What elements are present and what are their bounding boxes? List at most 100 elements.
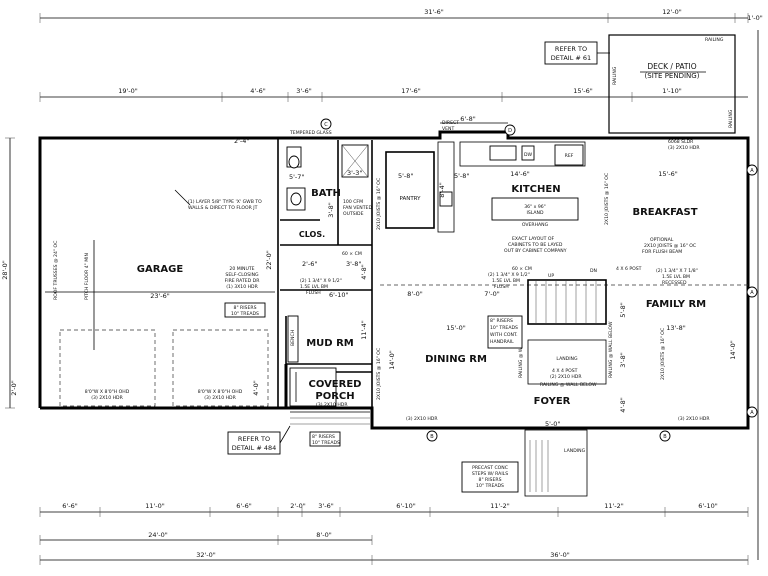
refer-484-line2: DETAIL # 484 xyxy=(232,444,277,452)
lvl-1: (2) 1 3/4" X 9 1/2" xyxy=(300,278,342,284)
island-label: ISLAND xyxy=(526,210,544,216)
up-label: UP xyxy=(548,273,554,279)
island-size: 36" x 96" xyxy=(524,204,546,210)
railing-wall-left: RAILING @ WALL BELOW xyxy=(518,321,524,378)
dim-4-8: 4'-8" xyxy=(360,264,368,279)
fan-note-2: FAN VENTED xyxy=(343,205,372,211)
deck-site-pending: (SITE PENDING) xyxy=(645,72,700,80)
dim-14-0: 14'-0" xyxy=(729,340,737,360)
dim-5-7: 5'-7" xyxy=(289,173,304,181)
lvl-family-2: 1.5E LVL BM xyxy=(662,274,690,280)
dim-17-6: 17'-6" xyxy=(401,87,421,95)
foyer-label: FOYER xyxy=(534,396,571,407)
joists-family: 2X10 JOISTS @ 16" OC xyxy=(660,328,666,380)
gwb-note-1: (1) LAYER 5/8" TYPE 'X' GWB TO xyxy=(188,199,262,205)
direct-vent-2: VENT xyxy=(442,126,454,132)
dw-label: DW xyxy=(524,152,533,158)
dim-b-11-2: 11'-2" xyxy=(490,502,510,510)
dim-2-4: 2'-4" xyxy=(234,137,249,145)
post-stair-2: (2) 2X10 HDR xyxy=(550,374,582,380)
lvl-family-1: (2) 1 3/4" X 7 1/8" xyxy=(656,268,698,274)
dim-b-6-6: 6'-6" xyxy=(62,502,77,510)
dim-3-8b: 3'-8" xyxy=(346,260,361,268)
optional-2: 2X10 JOISTS @ 16" OC xyxy=(644,243,696,249)
dim-6-8: 6'-8" xyxy=(460,115,475,123)
range xyxy=(439,191,453,207)
kitchen-label: KITCHEN xyxy=(511,184,560,195)
dim-23-6: 23'-6" xyxy=(150,292,170,300)
joists-dining: 2X10 JOISTS @ 16" OC xyxy=(376,348,382,400)
dim-b-2-0: 2'-0" xyxy=(290,502,305,510)
deck-label: DECK / PATIO xyxy=(647,62,696,71)
overhang-label: OVERHANG xyxy=(522,222,549,228)
dim-3-6: 3'-6" xyxy=(296,87,311,95)
deck-patio: DECK / PATIO (SITE PENDING) RAILING RAIL… xyxy=(544,34,736,134)
pantry xyxy=(385,151,435,229)
railing-wall-right: RAILING @ WALL BELOW xyxy=(608,321,614,378)
mud-room-label: MUD RM xyxy=(306,338,354,349)
dim-1-10: 1'-10" xyxy=(662,87,682,95)
dim-28-0: 28'-0" xyxy=(1,260,9,280)
grid-a-mid: A xyxy=(750,290,754,296)
garage-label: GARAGE xyxy=(137,264,184,275)
dim-8-0b: 8'-0" xyxy=(316,531,331,539)
joists-breakfast: 2X10 JOISTS @ 16" OC xyxy=(604,173,610,225)
island xyxy=(491,197,579,221)
cm-bath: 60 × CM xyxy=(342,251,362,257)
precast-4: 10" TREADS xyxy=(476,483,504,489)
side-dimension-strings: 28'-0" 2'-0" xyxy=(1,30,759,560)
sldr-note: 6068 SLDR xyxy=(668,139,694,145)
dim-31-6: 31'-6" xyxy=(424,8,444,16)
front-rooms: DINING RM 15'-0" 8'-0" 7'-0" (2) 1 3/4" … xyxy=(227,264,671,497)
pitch-floor-note: PITCH FLOOR 4" MIN xyxy=(84,253,90,300)
breakfast-family: BREAKFAST 6068 SLDR (3) 2X10 HDR 2X10 JO… xyxy=(380,139,758,422)
dim-b-11-2b: 11'-2" xyxy=(604,502,624,510)
post-stair-1: 4 X 4 POST xyxy=(552,368,578,374)
lvl-kitchen-3: FLUSH xyxy=(494,284,509,290)
bath-area: BATH CLOS. 100 CFM FAN VENTED OUTSIDE 5'… xyxy=(280,118,435,299)
dim-15-6: 15'-6" xyxy=(573,87,593,95)
lvl-kitchen-2: 1.5E LVL BM xyxy=(492,278,520,284)
cm-kitchen: 60 × CM xyxy=(512,266,532,272)
bench-label: BENCH xyxy=(290,330,296,346)
dim-11-4: 11'-4" xyxy=(360,320,368,340)
grid-b-left: B xyxy=(430,434,434,440)
refer-61-line2: DETAIL # 61 xyxy=(551,54,591,62)
ohd-left-1: 8'0"W X 8'0"H OHD xyxy=(85,389,130,395)
family-hdr: (3) 2X10 HDR xyxy=(678,416,710,422)
covered-porch xyxy=(289,367,337,407)
ohd-left-2: (3) 2X10 HDR xyxy=(91,395,123,401)
grid-d: D xyxy=(508,128,512,134)
fire-door-2: SELF-CLOSING xyxy=(225,272,259,278)
grid-marker-c xyxy=(320,118,332,130)
fan-note-1: 100 CFM xyxy=(343,199,363,205)
ref-label: REF xyxy=(565,153,574,159)
dim-stair-5-8: 5'-8" xyxy=(619,302,627,317)
dim-19-0: 19'-0" xyxy=(118,87,138,95)
roof-trusses-note: ROOF TRUSSES @ 24" OC xyxy=(53,241,59,300)
grid-c: C xyxy=(324,122,328,128)
stair: UP DN LANDING 4 X 4 POST (2) 2X10 HDR RA… xyxy=(487,268,627,413)
top-dimension-strings: 31'-6" 12'-0" 1'-0" 19'-0" 4'-6" 3'-6" 1… xyxy=(39,8,763,124)
dim-stair-3-8: 3'-8" xyxy=(619,352,627,367)
dim-15-0: 15'-0" xyxy=(446,324,466,332)
breakfast-label: BREAKFAST xyxy=(632,207,697,218)
garage-risers-2: 10" TREADS xyxy=(231,311,259,317)
dim-13-8: 13'-8" xyxy=(666,324,686,332)
garage-risers-1: 8" RISERS xyxy=(234,305,257,311)
dim-bath-3-8: 3'-8" xyxy=(327,202,335,217)
dim-32-0: 32'-0" xyxy=(196,551,216,559)
lvl-family-3: RECESSED xyxy=(662,280,687,286)
fire-door-4: (1) 3X10 HDR xyxy=(226,284,258,290)
stair-risers-2: 10" TREADS xyxy=(490,325,518,331)
dim-dining-14-0: 14'-0" xyxy=(388,350,396,370)
grid-marker-a-top xyxy=(746,164,758,176)
grid-b-right: B xyxy=(663,434,667,440)
dim-6-10: 6'-10" xyxy=(329,291,349,299)
covered-porch-2: PORCH xyxy=(315,391,354,402)
dim-left-2-0: 2'-0" xyxy=(10,380,18,395)
refer-61-line1: REFER TO xyxy=(555,45,587,53)
dim-garage-4-0: 4'-0" xyxy=(252,380,260,395)
grid-a-top: A xyxy=(750,168,754,174)
railing-wall-below: RAILING @ WALL BELOW xyxy=(540,382,597,388)
